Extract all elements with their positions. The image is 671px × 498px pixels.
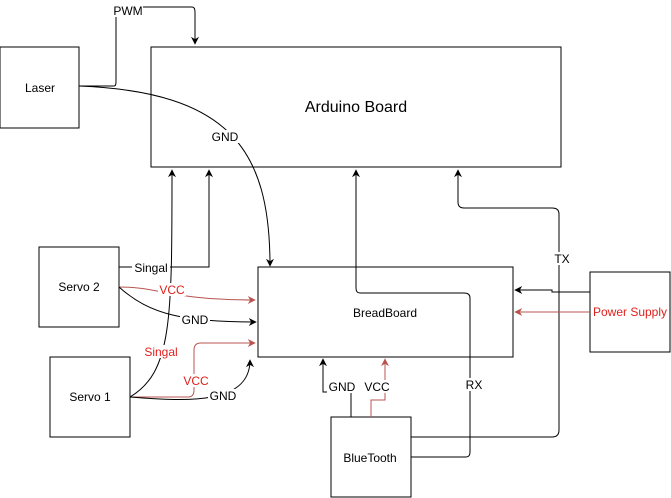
servo2-label: Servo 2 [58,280,100,294]
servo1-signal-wire [129,169,176,398]
servo1-signal-label: Singal [144,345,177,359]
servo2-gnd-label: GND [182,313,209,327]
laser-gnd-label: GND [212,130,239,144]
power-supply-label: Power Supply [593,305,667,319]
servo2-gnd-wire [118,286,257,326]
servo1-label: Servo 1 [69,390,111,404]
servo2-signal-wire [119,169,213,268]
power-positive-wire [514,286,590,294]
bt-vcc-wire [370,358,389,417]
bt-gnd-label: GND [329,380,356,394]
tx-label: TX [554,252,569,266]
laser-node [0,46,80,129]
bt-vcc-label: VCC [364,380,390,394]
tx-wire [411,169,560,438]
breadboard-label: BreadBoard [353,306,417,320]
arduino-board-node [150,46,562,168]
bluetooth-node [330,416,412,498]
rx-label: RX [466,378,483,392]
servo1-node [49,356,131,438]
laser-label: Laser [25,81,55,95]
servo1-gnd-label: GND [210,389,237,403]
servo2-vcc-label: VCC [159,283,185,297]
servo1-vcc-wire [130,339,256,398]
arduino-board-label: Arduino Board [305,99,407,116]
servo2-vcc-wire [118,286,256,304]
rx-wire [352,169,471,458]
servo2-node [38,246,120,328]
servo1-vcc-label: VCC [183,374,209,388]
bluetooth-label: BlueTooth [343,451,396,465]
pwm-label: PWM [113,4,142,18]
servo2-signal-label: Singal [134,261,167,275]
